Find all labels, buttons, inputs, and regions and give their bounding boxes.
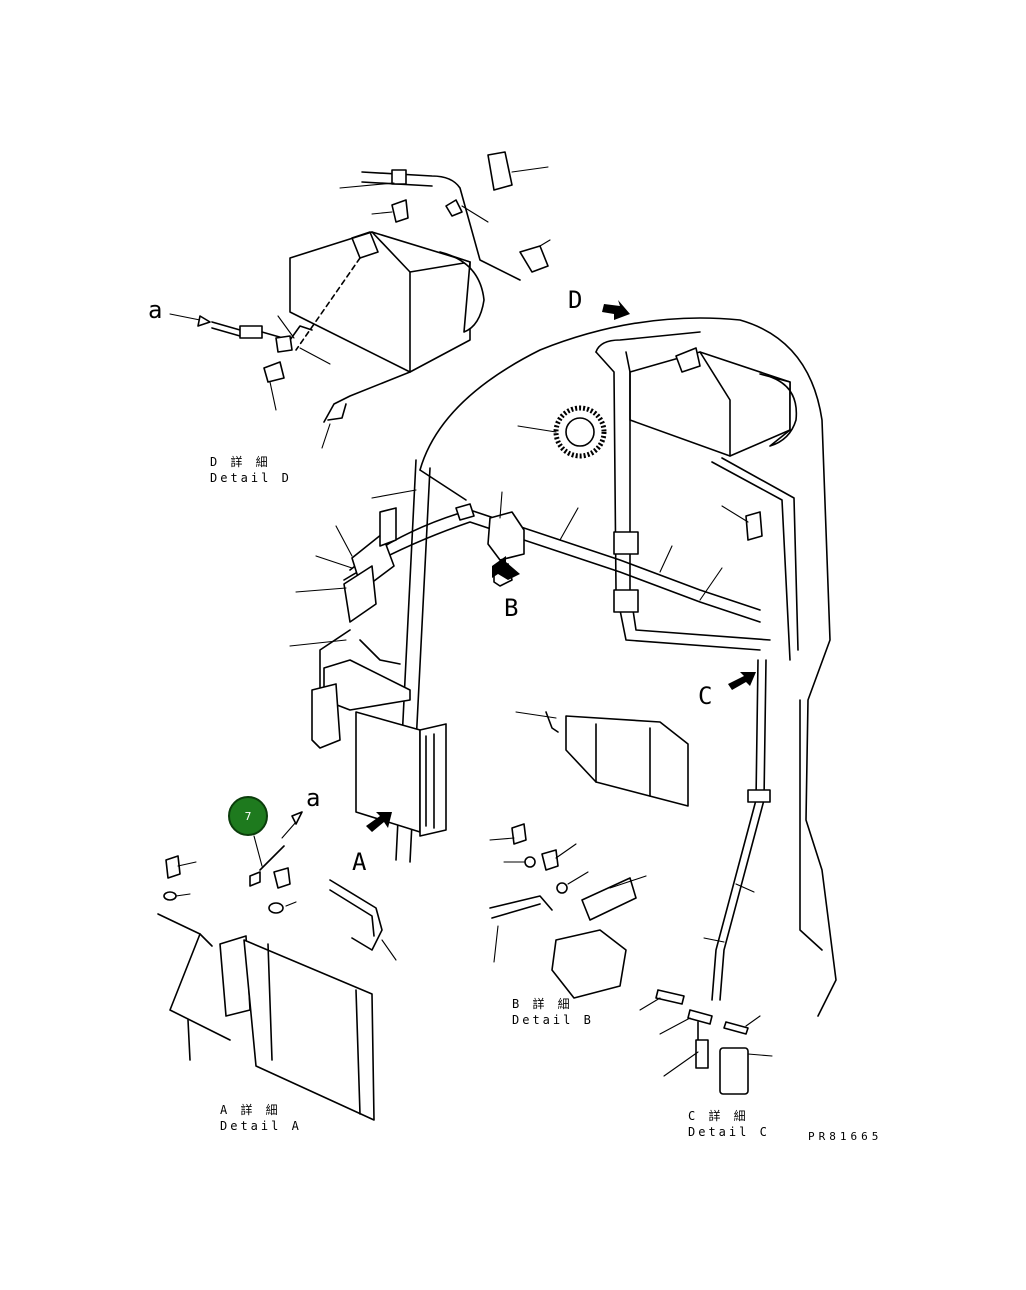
label-a-bottom: a — [306, 784, 321, 812]
label-view-d: D — [568, 286, 583, 314]
upper-right-unit — [517, 331, 799, 661]
label-view-b: B — [504, 594, 519, 622]
drawing-code: PR81665 — [808, 1130, 883, 1143]
panel — [515, 711, 689, 807]
detail-c-line — [703, 659, 771, 1001]
detail-a-parts — [157, 811, 397, 1121]
detail-c-parts — [639, 989, 773, 1095]
detail-d-drawing — [169, 151, 551, 449]
part-callout-7[interactable]: 7 — [228, 796, 268, 836]
detail-b-parts — [489, 823, 647, 999]
label-view-c: C — [698, 682, 713, 710]
label-a-top: a — [148, 296, 163, 324]
part-callout-number: 7 — [244, 809, 252, 823]
left-assembly — [311, 659, 447, 837]
view-arrows — [366, 300, 756, 832]
hose-harness — [289, 491, 761, 701]
label-view-a: A — [352, 848, 367, 876]
